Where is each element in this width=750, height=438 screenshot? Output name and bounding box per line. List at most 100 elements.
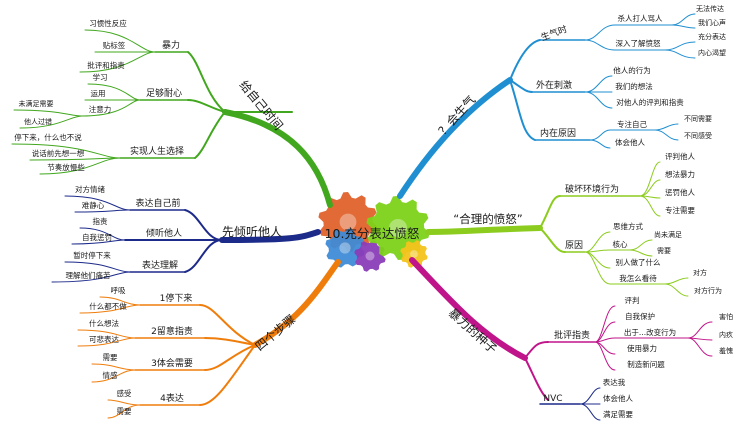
node-life-choice: 实现人生选择	[130, 145, 184, 157]
leaf: 我怎么看待	[619, 273, 657, 283]
leaf: 羞愧	[719, 346, 733, 355]
leaf: 杀人打人骂人	[618, 13, 663, 23]
leaf: 可悲表达	[89, 334, 119, 344]
leaf: 深入了解愤怒	[616, 38, 661, 48]
connector	[29, 157, 121, 161]
connector	[39, 157, 121, 175]
leaf: 什么想法	[89, 318, 119, 328]
connector	[91, 363, 136, 371]
connector	[639, 161, 661, 197]
connector	[629, 249, 653, 257]
leaf: 需要	[103, 353, 118, 362]
connector	[594, 305, 616, 343]
connector	[77, 337, 136, 347]
leaf: 想法暴力	[665, 169, 695, 179]
node-inner-cause: 内在原因	[540, 127, 576, 139]
leaf: 表达我	[603, 377, 626, 387]
connector	[199, 304, 256, 346]
leaf: 思维方式	[613, 221, 643, 231]
gear-yellow-icon	[400, 240, 428, 268]
leaf: 什么都不做	[89, 301, 127, 311]
branch-seeds-of-violence-labels: 暴力的种子 批评指责 评判 自我保护 出于...改变行为 使用暴力 制造新问题 …	[446, 295, 733, 419]
connector	[584, 251, 611, 269]
connector	[91, 369, 136, 383]
leaf: 评判他人	[665, 151, 695, 161]
connector	[584, 75, 613, 93]
connector	[204, 344, 256, 371]
connector	[594, 341, 616, 371]
leaf: 充分表达	[698, 32, 726, 41]
branch-line	[425, 225, 543, 235]
branch-label-seeds-of-violence: 暴力的种子	[446, 305, 501, 356]
connector	[19, 115, 83, 129]
connector	[64, 261, 131, 273]
leaf: 体会他人	[603, 393, 633, 403]
leaf: 情感	[103, 370, 118, 380]
connector	[589, 139, 611, 149]
connector	[539, 195, 561, 229]
leaf: 无法传达	[696, 4, 724, 13]
connector	[509, 79, 536, 141]
connector	[524, 341, 549, 359]
leaf: 停下来，什么也不说	[14, 132, 82, 142]
leaf: 难静心	[82, 200, 105, 210]
leaf: 贴标签	[103, 40, 126, 50]
branch-label-reasonable-anger: “合理的愤怒”	[453, 212, 522, 226]
connector	[187, 51, 226, 113]
connector	[639, 195, 661, 217]
branch-why-angry-labels: ？会生气 生气时 杀人打人骂人 深入了解愤怒 无法传达 我们心声 充分表达 内心…	[435, 4, 726, 147]
gear-purple-icon	[354, 240, 386, 272]
connector	[11, 143, 121, 159]
connector	[107, 404, 141, 419]
connector	[51, 271, 131, 283]
leaf: 注意力	[89, 104, 112, 114]
connector	[539, 227, 566, 253]
branch-reasonable-anger	[425, 161, 689, 297]
connector	[584, 251, 611, 285]
connector	[194, 111, 226, 159]
leaf: 他人的行为	[613, 65, 651, 75]
node-patience: 足够耐心	[146, 87, 182, 99]
leaf: 别人做了什么	[616, 257, 661, 267]
leaf: 不同感受	[684, 131, 712, 140]
leaf: 理解他们痛苦	[66, 270, 111, 280]
branch-label-listen-first: 先倾听他人	[222, 225, 282, 239]
leaf: 专注需要	[665, 205, 695, 215]
leaf: 尚未满足	[654, 230, 682, 239]
branch-listen-first-labels: 先倾听他人 表达自己前 对方情绪 难静心 倾听他人 指责 自我惩罚 表达理解 暂…	[66, 184, 283, 280]
leaf: 体会他人	[615, 137, 645, 147]
connector	[687, 337, 713, 357]
node-cause: 原因	[565, 240, 583, 251]
connector	[654, 129, 679, 141]
connector	[81, 99, 141, 117]
center-title: 10.充分表达愤怒	[325, 226, 420, 241]
leaf: 对方情绪	[75, 184, 105, 194]
leaf: 对方	[693, 268, 707, 277]
leaf: 自我惩罚	[82, 232, 112, 242]
branch-four-steps	[77, 259, 341, 419]
leaf: 对方行为	[694, 286, 722, 295]
node-violence: 暴力	[162, 39, 180, 51]
node-criticize-blame: 批评指责	[554, 329, 590, 341]
connector	[79, 51, 156, 73]
leaf: 制造新问题	[627, 359, 665, 369]
leaf: 出于...改变行为	[624, 327, 676, 337]
leaf: 节奏放慢些	[47, 162, 85, 172]
connector	[84, 29, 156, 53]
branch-line	[397, 77, 513, 199]
node-step-3: 3体会需要	[151, 357, 193, 369]
leaf: 他人过错	[24, 117, 52, 126]
leaf: 学习	[93, 72, 108, 82]
connector	[509, 39, 541, 81]
leaf: 批评和指责	[87, 60, 125, 70]
leaf: 运用	[91, 89, 106, 98]
connector	[584, 91, 613, 109]
leaf: 需要	[117, 407, 132, 416]
leaf: 使用暴力	[627, 343, 657, 353]
connector	[71, 239, 126, 245]
branch-nvc	[539, 387, 601, 421]
leaf: 内心渴望	[698, 48, 726, 57]
leaf: 呼吸	[111, 285, 126, 295]
branch-give-time	[11, 29, 333, 208]
